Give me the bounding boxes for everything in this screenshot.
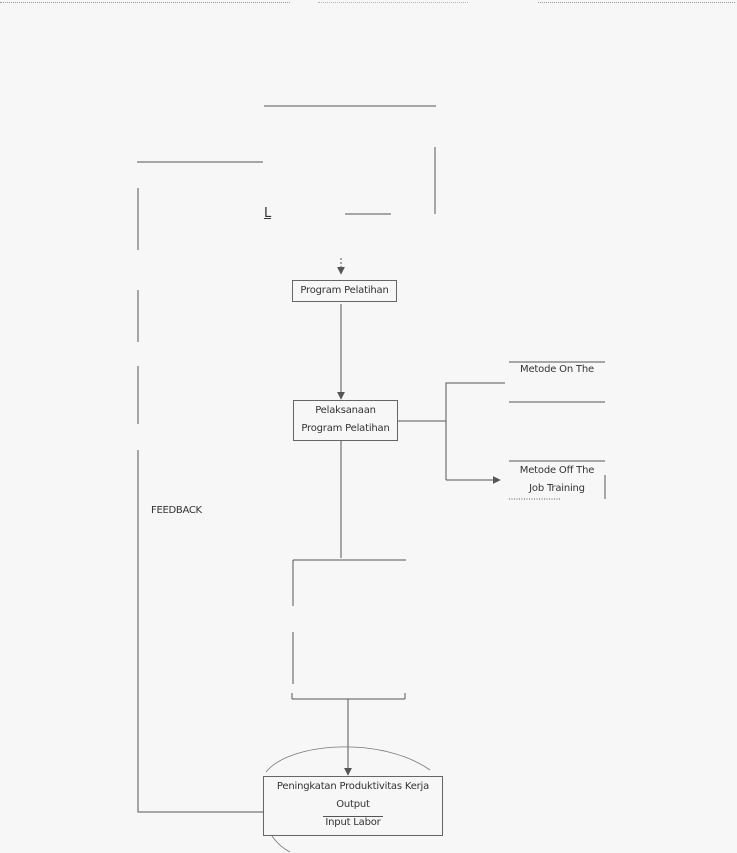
metode-off-the-job-box: Metode Off The Job Training (509, 461, 605, 499)
feedback-label: FEEDBACK (151, 505, 202, 516)
connector-to-methods (397, 382, 505, 422)
pelaksanaan-label-line2: Program Pelatihan (301, 423, 390, 434)
scan-noise-right (538, 2, 735, 5)
productivity-title: Peningkatan Produktivitas Kerja (276, 781, 430, 792)
pelaksanaan-box: Pelaksanaan Program Pelatihan (293, 400, 398, 441)
metode-on-the-label: Metode On The (520, 364, 594, 375)
productivity-denominator-text: Input Labor (323, 816, 383, 828)
metode-off-the-label-line1: Metode Off The (519, 465, 595, 476)
program-pelatihan-box: Program Pelatihan (292, 280, 397, 302)
program-pelatihan-label: Program Pelatihan (300, 285, 389, 296)
productivity-fraction-numerator: Output (336, 799, 370, 810)
metode-off-the-label-line2: Job Training (529, 483, 585, 494)
stray-mark: L (264, 206, 271, 221)
feedback-line-bottom (137, 690, 263, 813)
metode-on-the-job-box: Metode On The (509, 362, 605, 380)
scan-noise-middle (318, 2, 468, 5)
productivity-fraction-denominator: Input Labor (264, 814, 442, 832)
pelaksanaan-label-line1: Pelaksanaan (315, 405, 376, 416)
scan-noise-left (0, 2, 290, 5)
productivity-box: Peningkatan Produktivitas Kerja Output I… (263, 776, 443, 836)
